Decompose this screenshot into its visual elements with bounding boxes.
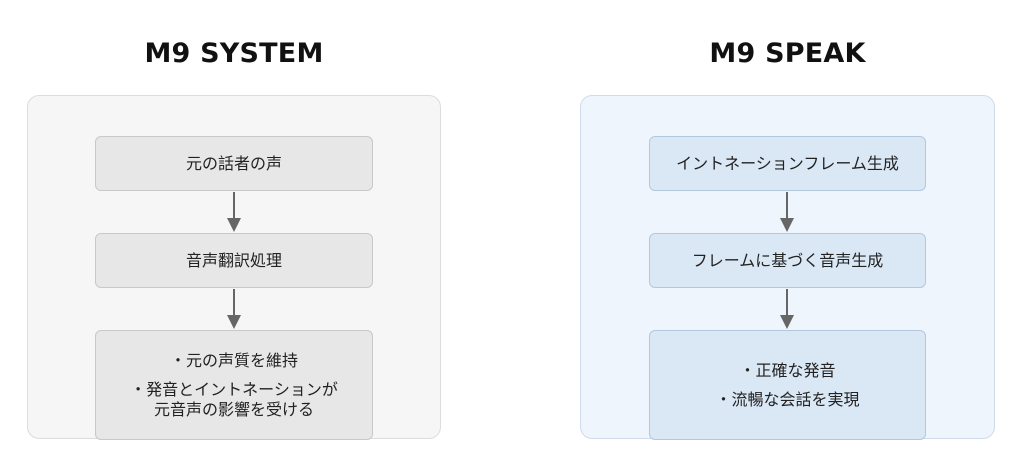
node-bullet-1: ・正確な発音 (739, 360, 836, 380)
frame-based-speech-generation-node: フレームに基づく音声生成 (649, 233, 926, 288)
original-speaker-voice-node: 元の話者の声 (95, 136, 373, 191)
intonation-frame-generation-node: イントネーションフレーム生成 (649, 136, 926, 191)
node-label: 音声翻訳処理 (185, 250, 282, 270)
node-bullet-2: ・発音とイントネーションが (130, 379, 338, 399)
right-result-node: ・正確な発音 ・流暢な会話を実現 (649, 330, 926, 440)
node-label: フレームに基づく音声生成 (691, 250, 884, 270)
node-bullet-2: ・流暢な会話を実現 (715, 389, 860, 409)
node-label: イントネーションフレーム生成 (676, 153, 899, 173)
left-panel-title: M9 SYSTEM (144, 38, 324, 69)
node-bullet-2-continued: 元音声の影響を受ける (153, 399, 314, 419)
left-result-node: ・元の声質を維持 ・発音とイントネーションが 元音声の影響を受ける (95, 330, 373, 440)
speech-translation-node: 音声翻訳処理 (95, 233, 373, 288)
node-label: 元の話者の声 (185, 153, 282, 173)
node-bullet-1: ・元の声質を維持 (169, 350, 298, 370)
right-panel-title: M9 SPEAK (709, 38, 866, 69)
